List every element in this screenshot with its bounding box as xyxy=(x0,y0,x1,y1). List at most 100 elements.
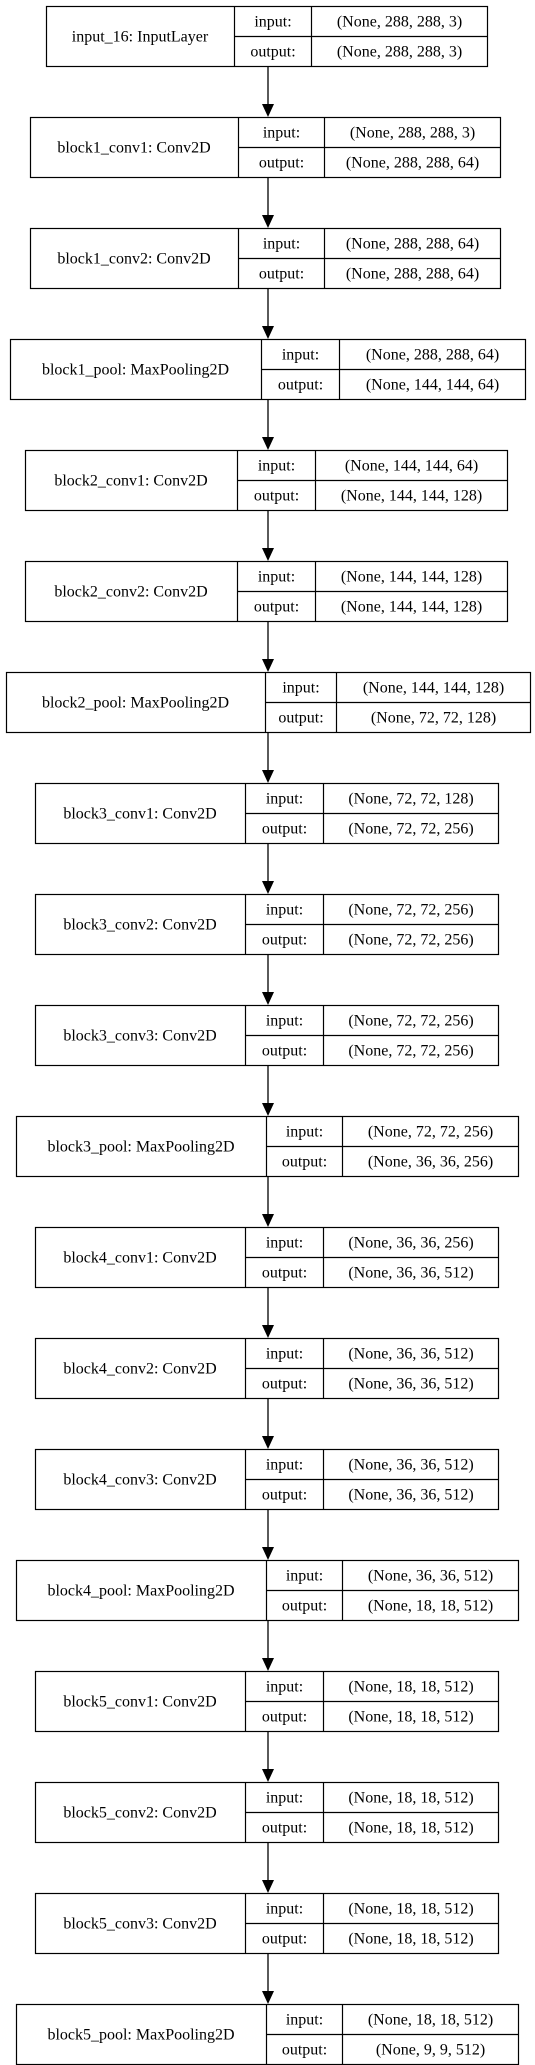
arrow-head xyxy=(262,326,274,339)
input-shape: (None, 36, 36, 512) xyxy=(348,1346,473,1363)
input-label: input: xyxy=(266,1901,303,1918)
output-shape: (None, 72, 72, 128) xyxy=(371,710,496,727)
input-shape: (None, 36, 36, 256) xyxy=(348,1235,473,1252)
layer-node: block5_conv3: Conv2D input: output: (None, … xyxy=(34,1892,500,1955)
output-shape: (None, 72, 72, 256) xyxy=(348,1043,473,1060)
input-label: input: xyxy=(282,347,319,364)
arrow-head xyxy=(262,1769,274,1782)
output-shape: (None, 18, 18, 512) xyxy=(348,1931,473,1948)
layer-node: block3_pool: MaxPooling2Dinput:output:(N… xyxy=(15,1115,520,1178)
layer-name: block2_pool: MaxPooling2D xyxy=(42,695,229,712)
input-label: input: xyxy=(266,902,303,919)
output-label: output: xyxy=(259,155,304,172)
layer-name: block2_conv2: Conv2D xyxy=(54,584,207,601)
layer-node: block3_conv2: Conv2D input: output: (None, … xyxy=(34,893,500,956)
output-label: output: xyxy=(250,44,295,61)
output-shape: (None, 9, 9, 512) xyxy=(376,2042,485,2059)
output-shape: (None, 18, 18, 512) xyxy=(348,1709,473,1726)
layer-node: block5_pool: MaxPooling2D input: output: (N… xyxy=(15,2003,520,2065)
output-label: output: xyxy=(278,710,323,727)
output-label: output: xyxy=(262,1043,307,1060)
input-shape: (None, 36, 36, 512) xyxy=(368,1568,493,1585)
layer-name: block4_conv2: Conv2D xyxy=(63,1361,216,1378)
layer-node: block2_conv1: Conv2Dinput:output:(None, … xyxy=(24,449,509,512)
output-shape: (None, 18, 18, 512) xyxy=(348,1820,473,1837)
output-shape: (None, 288, 288, 64) xyxy=(346,155,479,172)
arrow-head xyxy=(262,659,274,672)
arrow-head xyxy=(262,1325,274,1338)
layer-name: input_16: InputLayer xyxy=(72,29,209,46)
layer-name: block1_conv2: Conv2D xyxy=(57,251,210,268)
layer-name: block5_pool: MaxPooling2D xyxy=(47,2027,234,2044)
layer-name: block2_conv1: Conv2D xyxy=(54,473,207,490)
input-label: input: xyxy=(266,1235,303,1252)
arrow-head xyxy=(262,1103,274,1116)
layer-name: block1_pool: MaxPooling2D xyxy=(42,362,229,379)
layer-name: block3_pool: MaxPooling2D xyxy=(47,1139,234,1156)
output-label: output: xyxy=(262,1265,307,1282)
input-shape: (None, 18, 18, 512) xyxy=(348,1790,473,1807)
layer-name: block3_conv3: Conv2D xyxy=(63,1028,216,1045)
output-label: output: xyxy=(282,1154,327,1171)
input-shape: (None, 288, 288, 3) xyxy=(337,14,462,31)
arrow-head xyxy=(262,1214,274,1227)
arrow-head xyxy=(262,992,274,1005)
output-shape: (None, 36, 36, 512) xyxy=(348,1376,473,1393)
layer-node: block3_conv1: Conv2Dinput:output:(None, … xyxy=(34,782,500,845)
output-label: output: xyxy=(282,1598,327,1615)
input-shape: (None, 72, 72, 256) xyxy=(348,902,473,919)
layer-name: block1_conv1: Conv2D xyxy=(57,140,210,157)
output-label: output: xyxy=(282,2042,327,2059)
input-label: input: xyxy=(266,1679,303,1696)
input-label: input: xyxy=(258,458,295,475)
input-label: input: xyxy=(266,1346,303,1363)
output-label: output: xyxy=(254,599,299,616)
arrow-head xyxy=(262,1991,274,2004)
layer-node: block5_conv1: Conv2Dinput:output:(None, … xyxy=(34,1670,500,1733)
output-label: output: xyxy=(262,1931,307,1948)
arrow-head xyxy=(262,215,274,228)
output-shape: (None, 144, 144, 128) xyxy=(341,599,482,616)
arrow-head xyxy=(262,881,274,894)
layer-node: block4_pool: MaxPooling2Dinput:output:(N… xyxy=(15,1559,520,1622)
layer-node: block2_conv2: Conv2D input: output: (None, … xyxy=(24,560,509,623)
layer-name: block4_conv1: Conv2D xyxy=(63,1250,216,1267)
arrow-head xyxy=(262,437,274,450)
arrow-head xyxy=(262,1880,274,1893)
output-label: output: xyxy=(278,377,323,394)
input-shape: (None, 36, 36, 512) xyxy=(348,1457,473,1474)
input-label: input: xyxy=(266,1790,303,1807)
layer-node: block1_conv1: Conv2Dinput:output:(None, … xyxy=(29,116,502,179)
output-shape: (None, 288, 288, 64) xyxy=(346,266,479,283)
output-shape: (None, 72, 72, 256) xyxy=(348,821,473,838)
input-label: input: xyxy=(266,1013,303,1030)
input-shape: (None, 144, 144, 128) xyxy=(363,680,504,697)
input-label: input: xyxy=(258,569,295,586)
input-shape: (None, 72, 72, 128) xyxy=(348,791,473,808)
output-shape: (None, 36, 36, 512) xyxy=(348,1487,473,1504)
output-shape: (None, 36, 36, 512) xyxy=(348,1265,473,1282)
input-label: input: xyxy=(263,236,300,253)
output-shape: (None, 36, 36, 256) xyxy=(368,1154,493,1171)
layer-node: input_16: InputLayerinput:output:(None, … xyxy=(45,5,489,68)
output-label: output: xyxy=(262,1709,307,1726)
input-shape: (None, 144, 144, 128) xyxy=(341,569,482,586)
layer-name: block3_conv2: Conv2D xyxy=(63,917,216,934)
arrow-head xyxy=(262,1547,274,1560)
output-label: output: xyxy=(262,1487,307,1504)
input-label: input: xyxy=(266,1457,303,1474)
layer-node: block4_conv1: Conv2D input: output: (None, … xyxy=(34,1226,500,1289)
layer-node: block3_conv3: Conv2D input: output: (None, … xyxy=(34,1004,500,1067)
output-label: output: xyxy=(262,932,307,949)
layer-node: block5_conv2: Conv2Dinput:output:(None, … xyxy=(34,1781,500,1844)
output-label: output: xyxy=(259,266,304,283)
layer-name: block5_conv3: Conv2D xyxy=(63,1916,216,1933)
layer-name: block4_pool: MaxPooling2D xyxy=(47,1583,234,1600)
layer-node: block4_conv3: Conv2Dinput:output:(None, … xyxy=(34,1448,500,1511)
layer-node: block1_conv2: Conv2D input: output: (None, … xyxy=(29,227,502,290)
input-label: input: xyxy=(286,2012,323,2029)
output-shape: (None, 144, 144, 128) xyxy=(341,488,482,505)
layer-node: block2_pool: MaxPooling2Dinput:output:(N… xyxy=(5,671,532,734)
layer-node: block1_pool: MaxPooling2Dinput:output:(N… xyxy=(9,338,527,401)
